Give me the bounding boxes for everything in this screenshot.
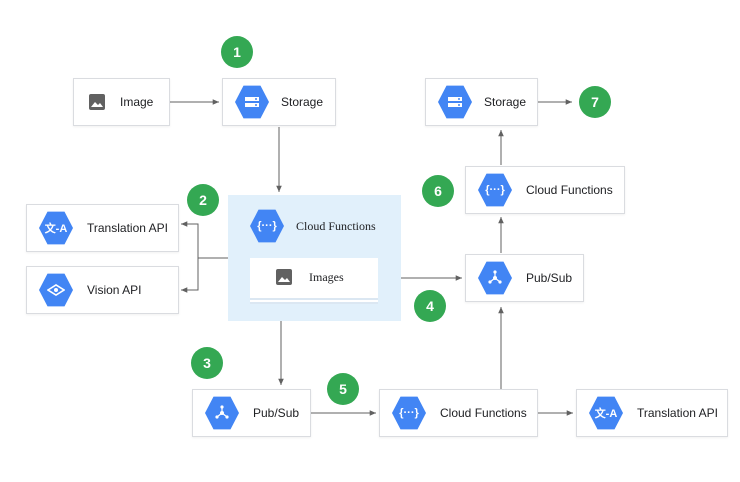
step-badge-3: 3 xyxy=(191,347,223,379)
node-label: Vision API xyxy=(87,283,142,297)
pubsub-icon xyxy=(478,261,512,295)
step-badge-7: 7 xyxy=(579,86,611,118)
translation-api-left-node[interactable]: 文-A Translation API xyxy=(26,204,179,252)
node-label: Storage xyxy=(281,95,324,109)
node-label: Images xyxy=(309,269,344,284)
storage-icon xyxy=(235,85,269,119)
node-label: Cloud Functions xyxy=(296,218,376,233)
node-label: Cloud Functions xyxy=(440,406,527,420)
pubsub-right-node[interactable]: Pub/Sub xyxy=(465,254,584,302)
node-label: Pub/Sub xyxy=(526,271,573,285)
pubsub-icon xyxy=(205,396,239,430)
translation-api-bottom-node[interactable]: 文-A Translation API xyxy=(576,389,728,437)
node-label: Pub/Sub xyxy=(253,406,300,420)
image-source-node[interactable]: Image xyxy=(73,78,170,126)
step-badge-1: 1 xyxy=(221,36,253,68)
cloud-functions-group-header: {···} Cloud Functions xyxy=(250,209,376,243)
image-icon xyxy=(276,269,292,285)
translate-icon: 文-A xyxy=(589,396,623,430)
node-label: Cloud Functions xyxy=(526,183,613,197)
storage-input-node[interactable]: Storage xyxy=(222,78,336,126)
node-label: Translation API xyxy=(637,406,718,420)
images-card[interactable]: Images xyxy=(250,258,378,296)
storage-icon xyxy=(438,85,472,119)
arrow-to-vision-api xyxy=(181,258,199,293)
step-badge-6: 6 xyxy=(422,175,454,207)
pubsub-bottom-node[interactable]: Pub/Sub xyxy=(192,389,311,437)
arrow-to-translation-api xyxy=(181,221,228,259)
cloud-functions-icon: {···} xyxy=(478,173,512,207)
node-label: Image xyxy=(120,95,154,109)
step-badge-2: 2 xyxy=(187,184,219,216)
translate-icon: 文-A xyxy=(39,211,73,245)
cloud-functions-icon: {···} xyxy=(250,209,284,243)
cloud-functions-bottom-node[interactable]: {···} Cloud Functions xyxy=(379,389,538,437)
node-label: Translation API xyxy=(87,221,168,235)
vision-icon xyxy=(39,273,73,307)
cloud-functions-group[interactable]: {···} Cloud Functions Images xyxy=(228,195,401,321)
node-label: Storage xyxy=(484,95,527,109)
step-badge-4: 4 xyxy=(414,290,446,322)
storage-output-node[interactable]: Storage xyxy=(425,78,538,126)
cloud-functions-right-node[interactable]: {···} Cloud Functions xyxy=(465,166,625,214)
image-icon xyxy=(89,94,105,110)
step-badge-5: 5 xyxy=(327,373,359,405)
cloud-functions-icon: {···} xyxy=(392,396,426,430)
vision-api-node[interactable]: Vision API xyxy=(26,266,179,314)
